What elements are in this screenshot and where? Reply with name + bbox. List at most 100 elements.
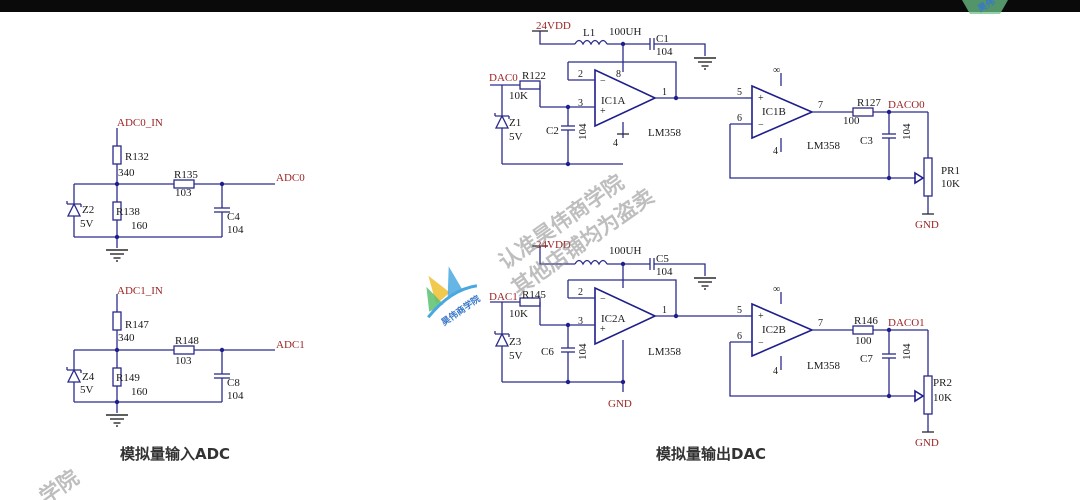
pin-label: 5	[737, 305, 742, 316]
resistor-r148	[173, 345, 195, 355]
val-z2: 5V	[80, 218, 94, 230]
pin-label: 8	[616, 69, 621, 80]
ref-r135: R135	[174, 169, 198, 181]
adc-channel-0: ADC0_IN ADC0 R132 340 R135 103 R138 160 …	[66, 117, 305, 262]
val-c2: 104	[577, 123, 589, 140]
resistor-r147	[112, 311, 122, 331]
net-daco0: DACO0	[888, 99, 925, 111]
pin-label: 3	[578, 316, 583, 327]
ref-z4: Z4	[82, 371, 95, 383]
pin-label: 1	[662, 305, 667, 316]
ref-z3: Z3	[509, 336, 522, 348]
part-ic1b: LM358	[807, 140, 841, 152]
pot-wiper-arrow	[914, 171, 925, 185]
potentiometer-pr2	[923, 375, 933, 415]
resistor-r132	[112, 145, 122, 165]
val-r135: 103	[175, 187, 192, 199]
pin-label: 1	[662, 87, 667, 98]
net-gnd-pr2: GND	[915, 437, 939, 449]
ref-r146: R146	[854, 315, 878, 327]
potentiometer-pr1	[923, 157, 933, 197]
ref-r122: R122	[522, 70, 546, 82]
net-24vdd-top: 24VDD	[536, 20, 571, 32]
net-daco1: DACO1	[888, 317, 925, 329]
zener-z3-symbol	[494, 332, 510, 347]
ref-r138: R138	[116, 206, 140, 218]
ground-symbol	[105, 414, 129, 427]
pin-label: +	[600, 324, 606, 335]
val-l2: 100UH	[609, 245, 641, 257]
ref-c5: C5	[656, 253, 669, 265]
ref-pr2: PR2	[933, 377, 952, 389]
pin-label: 6	[737, 331, 742, 342]
pin-label: +	[758, 311, 764, 322]
val-z4: 5V	[80, 384, 94, 396]
watermark-corner-text: 学院	[35, 465, 83, 500]
pin-label: +	[600, 106, 606, 117]
val-r148: 103	[175, 355, 192, 367]
ref-pr1: PR1	[941, 165, 960, 177]
part-ic2b: LM358	[807, 360, 841, 372]
dac-channel-0: 24VDD L1 100UH C1 104 DAC0 R122 10K Z1 5…	[489, 20, 960, 231]
ref-c1: C1	[656, 33, 669, 45]
net-gnd-ic2a: GND	[608, 398, 632, 410]
pin-label: −	[758, 120, 764, 131]
adc-channel-1: ADC1_IN ADC1 R147 340 R148 103 R149 160 …	[66, 285, 305, 427]
ref-r149: R149	[116, 372, 140, 384]
ground-symbol	[693, 277, 717, 290]
pin-label: −	[600, 294, 606, 305]
net-adc0: ADC0	[276, 172, 305, 184]
ref-ic2b: IC2B	[762, 324, 786, 336]
net-dac0: DAC0	[489, 72, 518, 84]
ref-c7: C7	[860, 353, 873, 365]
val-c4: 104	[227, 224, 244, 236]
val-r127: 100	[843, 115, 860, 127]
net-adc1-in: ADC1_IN	[117, 285, 163, 297]
ref-ic1b: IC1B	[762, 106, 786, 118]
pin-label: 4	[773, 366, 778, 377]
pin-label: −	[600, 76, 606, 87]
dac-section-title: 模拟量输出DAC	[656, 445, 766, 463]
ground-symbol	[105, 249, 129, 262]
top-bar	[0, 0, 1080, 12]
zener-z1-symbol	[494, 114, 510, 129]
opamp-ic1b	[751, 84, 815, 140]
part-ic2a: LM358	[648, 346, 682, 358]
val-r145: 10K	[509, 308, 528, 320]
ref-r145: R145	[522, 289, 546, 301]
val-l1: 100UH	[609, 26, 641, 38]
val-r132: 340	[118, 167, 135, 179]
val-r147: 340	[118, 332, 135, 344]
resistor-r122	[519, 80, 541, 90]
val-z1: 5V	[509, 131, 523, 143]
corner-logo: 昊伟	[962, 0, 1008, 15]
ref-c4: C4	[227, 211, 240, 223]
opamp-ic2a	[594, 286, 657, 346]
ref-z2: Z2	[82, 204, 94, 216]
resistor-r146	[852, 325, 874, 335]
pin-label: ∞	[773, 65, 780, 76]
pin-label: ∞	[773, 284, 780, 295]
inductor-l2	[574, 259, 608, 266]
pin-label: 5	[737, 87, 742, 98]
val-r122: 10K	[509, 90, 528, 102]
val-r138: 160	[131, 220, 148, 232]
part-ic1a: LM358	[648, 127, 682, 139]
pin-label: 7	[818, 100, 823, 111]
watermark-logo-text: 昊伟商学院	[439, 293, 483, 329]
val-pr2: 10K	[933, 392, 952, 404]
val-pr1: 10K	[941, 178, 960, 190]
zener-z2-symbol	[66, 202, 82, 217]
net-adc0-in: ADC0_IN	[117, 117, 163, 129]
pot-wiper-arrow	[914, 389, 925, 403]
adc-section-title: 模拟量输入ADC	[120, 445, 230, 463]
net-gnd-pr1: GND	[915, 219, 939, 231]
net-adc1: ADC1	[276, 339, 305, 351]
ref-z1: Z1	[509, 117, 521, 129]
ref-ic1a: IC1A	[601, 95, 626, 107]
ref-c2: C2	[546, 125, 559, 137]
pin-label: 7	[818, 318, 823, 329]
ref-l1: L1	[583, 27, 595, 39]
val-c5: 104	[656, 266, 673, 278]
